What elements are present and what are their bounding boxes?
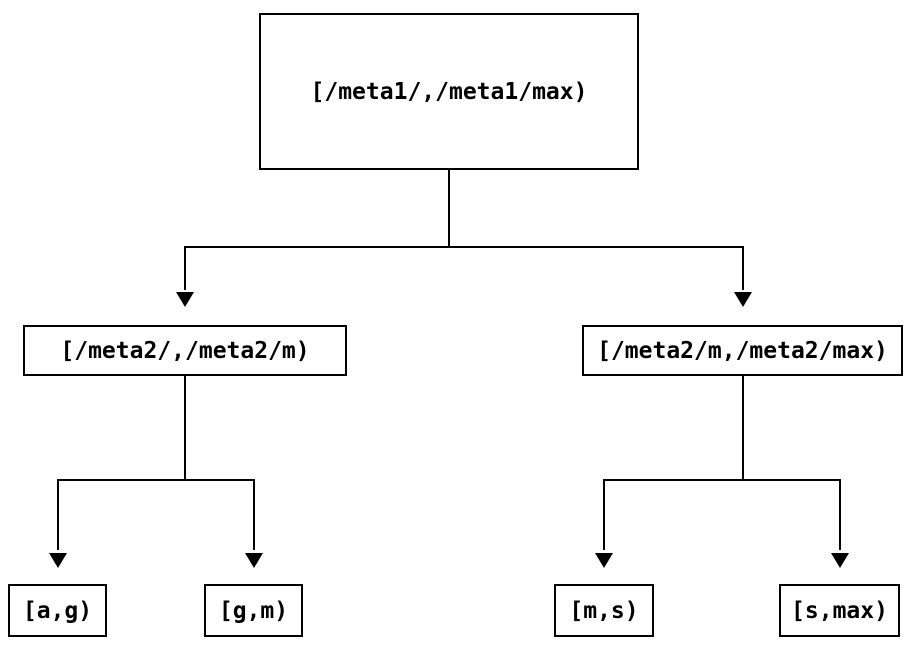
- node-meta2-left-interval: [/meta2/,/meta2/m): [23, 325, 347, 376]
- node-leaf-gm: [g,m): [204, 584, 303, 637]
- arrowhead-meta2-right: [734, 292, 752, 307]
- node-leaf-smax-label: [s,max): [791, 597, 888, 624]
- arrowhead-leaf-ms: [595, 553, 613, 568]
- node-meta2-left-label: [/meta2/,/meta2/m): [60, 337, 310, 364]
- node-root-interval: [/meta1/,/meta1/max): [259, 13, 639, 170]
- arrowhead-leaf-gm: [245, 553, 263, 568]
- node-leaf-gm-label: [g,m): [218, 597, 289, 624]
- node-leaf-smax: [s,max): [779, 584, 900, 637]
- arrowhead-leaf-smax: [831, 553, 849, 568]
- node-root-label: [/meta1/,/meta1/max): [310, 78, 588, 105]
- node-leaf-ms-label: [m,s): [569, 597, 639, 624]
- node-leaf-ms: [m,s): [554, 584, 654, 637]
- node-meta2-right-label: [/meta2/m,/meta2/max): [597, 337, 888, 364]
- arrowhead-meta2-left: [176, 292, 194, 307]
- arrowhead-leaf-ag: [49, 553, 67, 568]
- node-leaf-ag-label: [a,g): [22, 597, 93, 624]
- node-leaf-ag: [a,g): [8, 584, 107, 637]
- node-meta2-right-interval: [/meta2/m,/meta2/max): [582, 325, 903, 376]
